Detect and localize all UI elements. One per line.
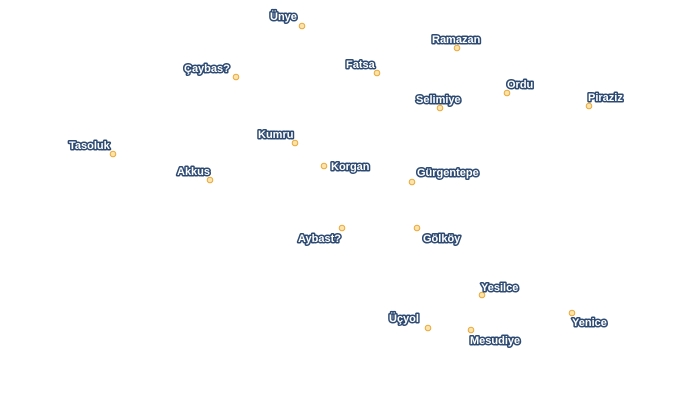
place-marker[interactable] [453, 44, 461, 52]
place-piraziz[interactable]: Piraziz [585, 91, 625, 110]
place-label: Kumru [258, 129, 293, 141]
place-tasoluk[interactable]: Tasoluk [68, 139, 117, 158]
place-golkoy[interactable]: Gölköy [413, 224, 463, 247]
place-korgan[interactable]: Korgan [320, 160, 371, 175]
place-mesudiye[interactable]: Mesudiye [467, 326, 522, 349]
place-label: Ünye [270, 10, 297, 23]
place-yenice[interactable]: Yenice [568, 309, 608, 331]
place-label: Ordu [507, 79, 533, 91]
place-marker[interactable] [109, 150, 117, 158]
place-marker[interactable] [298, 22, 306, 30]
place-marker[interactable] [413, 224, 421, 232]
place-label: Piraziz [588, 92, 623, 104]
place-marker[interactable] [436, 104, 444, 112]
place-marker[interactable] [503, 89, 511, 97]
place-label: Akkus [177, 166, 210, 178]
place-label: Korgan [331, 161, 370, 173]
place-fatsa[interactable]: Fatsa [345, 58, 381, 77]
place-marker[interactable] [206, 176, 214, 184]
place-label: Çaybas? [184, 63, 230, 75]
place-label: Ramazan [432, 34, 481, 46]
place-aybasti[interactable]: Aybast? [297, 224, 346, 247]
place-marker[interactable] [373, 69, 381, 77]
place-label: Yenice [572, 317, 607, 329]
place-ucyol[interactable]: Üçyol [388, 311, 432, 332]
place-marker[interactable] [467, 326, 475, 334]
place-marker[interactable] [320, 162, 328, 170]
place-yesilce[interactable]: Yesilce [478, 281, 520, 299]
place-ordu[interactable]: Ordu [503, 78, 535, 97]
place-ramazan[interactable]: Ramazan [431, 33, 482, 52]
place-kumru[interactable]: Kumru [257, 128, 299, 147]
place-marker[interactable] [232, 73, 240, 81]
place-marker[interactable] [291, 139, 299, 147]
place-akkus[interactable]: Akkus [176, 165, 214, 184]
place-marker[interactable] [408, 178, 416, 186]
place-caybasi[interactable]: Çaybas? [183, 62, 240, 81]
place-label: Mesudiye [470, 335, 520, 347]
place-label: Tasoluk [69, 140, 111, 152]
place-marker[interactable] [478, 291, 486, 299]
place-unye[interactable]: Ünye [269, 9, 306, 30]
place-marker[interactable] [424, 324, 432, 332]
place-label: Aybast? [298, 233, 341, 245]
place-label: Üçyol [389, 312, 419, 325]
place-marker[interactable] [585, 102, 593, 110]
place-gurgentepe[interactable]: Gürgentepe [408, 166, 480, 186]
place-marker[interactable] [568, 309, 576, 317]
place-label: Fatsa [346, 59, 376, 71]
place-label: Gürgentepe [417, 167, 479, 179]
place-marker[interactable] [338, 224, 346, 232]
place-label: Selimiye [416, 94, 461, 106]
place-label: Yesilce [481, 282, 518, 294]
place-label: Gölköy [423, 233, 461, 245]
place-selimiye[interactable]: Selimiye [415, 93, 462, 112]
